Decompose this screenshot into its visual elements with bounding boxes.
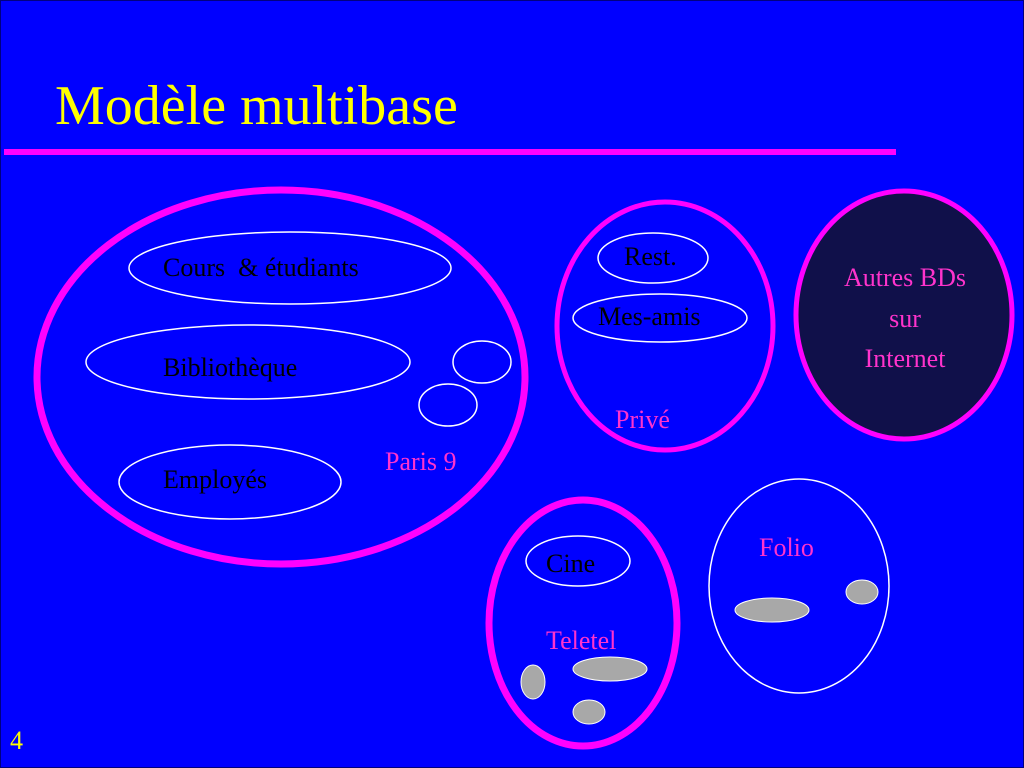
group-label-prive: Privé — [615, 405, 670, 434]
db-label-mes-amis: Mes-amis — [598, 302, 701, 331]
db-node-employes — [118, 444, 342, 520]
title-underline — [4, 149, 896, 155]
db-node-mes-amis — [572, 293, 748, 343]
db-label-cine: Cine — [546, 549, 595, 578]
group-label-folio: Folio — [759, 533, 814, 562]
page-number: 4 — [10, 726, 23, 755]
db-node-cine — [525, 535, 631, 587]
folio-boundary — [708, 478, 890, 694]
group-label-paris9: Paris 9 — [385, 447, 457, 476]
prive-boundary — [554, 199, 776, 453]
group-prive: Rest. Mes-amis Privé — [554, 199, 776, 453]
slide-title: Modèle multibase — [55, 75, 458, 137]
group-paris9: Cours & étudiants Bibliothèque Employés … — [33, 186, 529, 568]
blob-5 — [845, 579, 879, 605]
blob-2 — [520, 664, 546, 700]
db-label-rest: Rest. — [624, 242, 677, 271]
small-node-1 — [452, 340, 512, 384]
group-internet: Autres BDs sur Internet — [793, 188, 1015, 442]
paris9-boundary — [33, 186, 529, 568]
db-label-bibliotheque: Bibliothèque — [163, 353, 297, 382]
small-node-2 — [418, 383, 478, 427]
internet-label-line-3: Internet — [865, 344, 947, 373]
db-node-cours-etudiants — [128, 231, 452, 305]
db-node-bibliotheque — [85, 324, 411, 400]
group-teletel: Cine Teletel — [485, 496, 681, 750]
internet-label-line-2: sur — [889, 304, 921, 333]
blob-3 — [572, 699, 606, 725]
group-label-teletel: Teletel — [546, 626, 616, 655]
db-label-cours-etudiants: Cours & étudiants — [163, 253, 359, 282]
blob-1 — [572, 656, 648, 682]
internet-label-line-1: Autres BDs — [844, 263, 966, 292]
teletel-boundary — [485, 496, 681, 750]
blob-4 — [734, 597, 810, 623]
group-folio: Folio — [708, 478, 890, 694]
db-label-employes: Employés — [163, 465, 267, 494]
db-node-rest — [597, 232, 709, 284]
internet-boundary — [793, 188, 1015, 442]
